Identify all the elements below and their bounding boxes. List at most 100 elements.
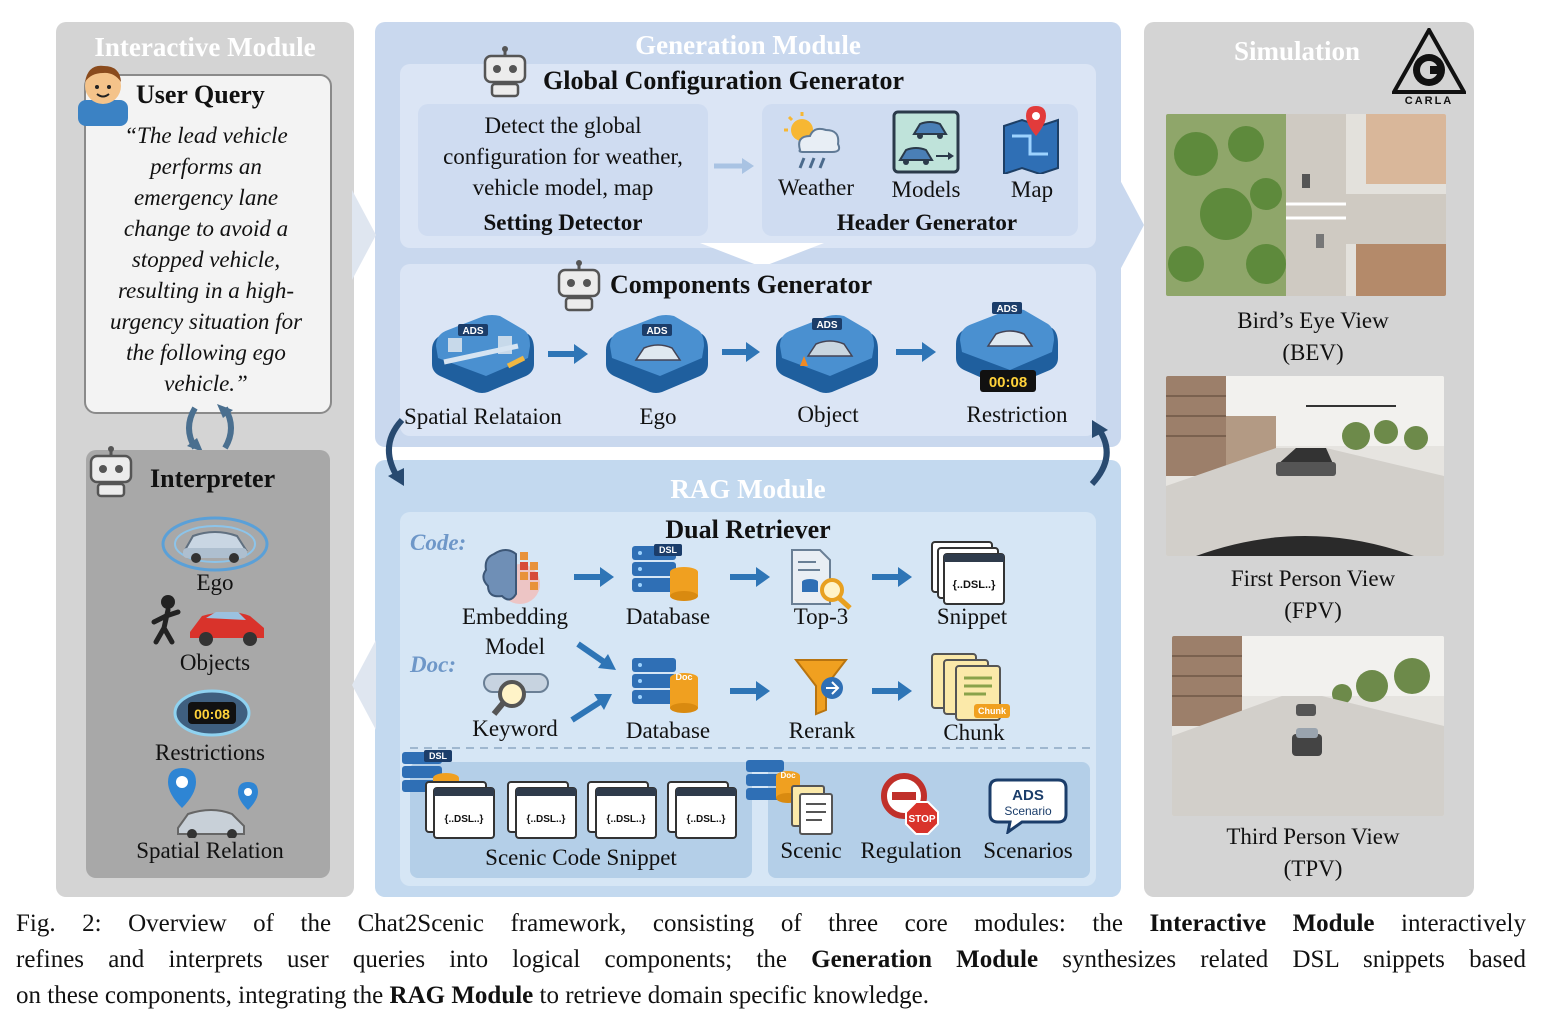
interpreter-item-ego: Ego [196, 570, 234, 595]
tpv-view-image [1172, 636, 1444, 816]
view-name-bev: Bird’s Eye View [1237, 308, 1389, 333]
interactive-module-title: Interactive Module [94, 32, 316, 62]
arrow-right-icon [730, 681, 770, 701]
view-name-fpv: First Person View [1230, 566, 1396, 591]
ego-car-icon [161, 516, 269, 572]
header-item-weather: Weather [777, 175, 855, 200]
fpv-view-image [1166, 376, 1444, 556]
snippet-code-icon: {..DSL..} [507, 781, 577, 839]
knowledge-scenarios: Scenarios [983, 838, 1073, 863]
generation-module-title: Generation Module [635, 30, 861, 60]
robot-icon [89, 446, 133, 498]
robot-icon [483, 46, 527, 98]
ego-tile-icon: ADS [606, 315, 708, 393]
components-generator-title: Components Generator [610, 270, 873, 299]
map-icon [1003, 106, 1059, 174]
weather-icon [784, 112, 841, 169]
code-label: Code: [410, 530, 467, 555]
doc-database-icon: Doc [632, 658, 698, 713]
view-abbr-fpv: (FPV) [1284, 598, 1342, 623]
svg-text:STOP: STOP [908, 814, 935, 825]
code-row-top3: Top-3 [793, 604, 849, 629]
svg-text:CARLA: CARLA [1405, 95, 1454, 106]
top3-search-icon [791, 549, 852, 610]
dsl-database-icon: DSL [632, 544, 698, 601]
carla-logo: CARLA [1392, 28, 1466, 106]
header-item-map: Map [1010, 177, 1054, 202]
doc-label: Doc: [410, 652, 456, 677]
component-restriction: Restriction [966, 402, 1068, 427]
doc-database-icon: Doc [746, 760, 833, 835]
bev-view-image [1166, 114, 1446, 296]
svg-text:{..DSL..}: {..DSL..} [527, 814, 566, 825]
rerank-funnel-icon [794, 659, 848, 716]
doc-row-database: Database [625, 718, 711, 743]
header-item-models: Models [891, 177, 961, 202]
refresh-arrows-icon [186, 404, 234, 452]
curved-arrow-icon [1089, 420, 1110, 487]
figure-caption: Fig. 2: Overview of the Chat2Scenic fram… [16, 910, 1526, 1009]
chunk-docs-icon: Chunk [931, 653, 1010, 721]
setting-detector-label: Setting Detector [483, 210, 643, 235]
user-query-text: “The lead vehicle performs an emergency … [109, 123, 303, 396]
vehicle-models-icon [892, 110, 960, 174]
arrow-right-icon [886, 340, 940, 369]
restrictions-timer-icon: 00:08 [173, 689, 251, 737]
chevron-left-icon [352, 640, 376, 730]
svg-text:{..DSL..}: {..DSL..} [607, 814, 646, 825]
code-row-embedding-model: Model [484, 634, 546, 659]
knowledge-regulation: Regulation [860, 838, 962, 863]
code-row-database: Database [625, 604, 711, 629]
arrow-diagonal-down-icon [576, 641, 616, 670]
interpreter-item-restrictions: Restrictions [155, 740, 265, 765]
ads-scenario-icon: ADS Scenario [988, 778, 1068, 834]
objects-pedestrian-car-icon [151, 595, 264, 646]
snippet-code-icon: {..DSL..} [931, 541, 1005, 605]
rag-module-title: RAG Module [670, 474, 826, 504]
chevron-right-icon [352, 190, 376, 280]
snippet-code-icon: {..DSL..} [667, 781, 737, 839]
arrow-right-icon [872, 681, 912, 701]
embedding-brain-icon [482, 549, 540, 604]
svg-text:ADS: ADS [1012, 787, 1044, 804]
knowledge-scenic: Scenic [780, 838, 842, 863]
dual-retriever-title: Dual Retriever [665, 515, 831, 544]
snippet-code-icon: {..DSL..} [425, 781, 495, 839]
interpreter-item-objects: Objects [179, 650, 251, 675]
arrow-right-icon [708, 340, 762, 369]
svg-text:00:08: 00:08 [194, 706, 230, 722]
object-tile-icon: ADS [776, 315, 878, 393]
robot-icon [557, 260, 601, 312]
arrow-diagonal-up-icon [570, 694, 612, 723]
svg-text:Scenario: Scenario [1004, 804, 1052, 818]
interpreter-title: Interpreter [150, 464, 276, 493]
svg-text:DSL: DSL [429, 751, 448, 761]
arrow-right-icon [574, 567, 614, 587]
global-config-title: Global Configuration Generator [543, 66, 905, 95]
setting-detector-box [418, 104, 708, 236]
view-name-tpv: Third Person View [1226, 824, 1400, 849]
regulation-stop-icon: STOP [881, 773, 939, 835]
svg-text:ADS: ADS [462, 326, 483, 337]
doc-row-chunk: Chunk [943, 720, 1005, 745]
svg-text:Doc: Doc [675, 672, 692, 682]
restriction-tile-icon: ADS 00:08 [956, 302, 1058, 392]
doc-row-rerank: Rerank [788, 718, 856, 743]
chevron-right-icon [1120, 180, 1144, 270]
user-query-box [84, 74, 332, 414]
curved-arrow-icon [385, 417, 405, 486]
arrow-right-icon [714, 158, 754, 174]
spatial-relation-icon [168, 768, 258, 838]
arrow-right-icon [730, 567, 770, 587]
svg-text:ADS: ADS [646, 326, 667, 337]
svg-text:{..DSL..}: {..DSL..} [953, 579, 997, 591]
view-abbr-bev: (BEV) [1282, 340, 1344, 365]
dashed-divider [410, 747, 1090, 749]
arrow-right-icon [872, 567, 912, 587]
snippet-code-icon: {..DSL..} [587, 781, 657, 839]
svg-text:Doc: Doc [780, 771, 796, 780]
arrow-right-icon [548, 344, 588, 364]
interpreter-item-spatial-relation: Spatial Relation [136, 838, 284, 863]
down-notch-icon [700, 243, 824, 267]
keyword-search-icon [483, 673, 549, 716]
